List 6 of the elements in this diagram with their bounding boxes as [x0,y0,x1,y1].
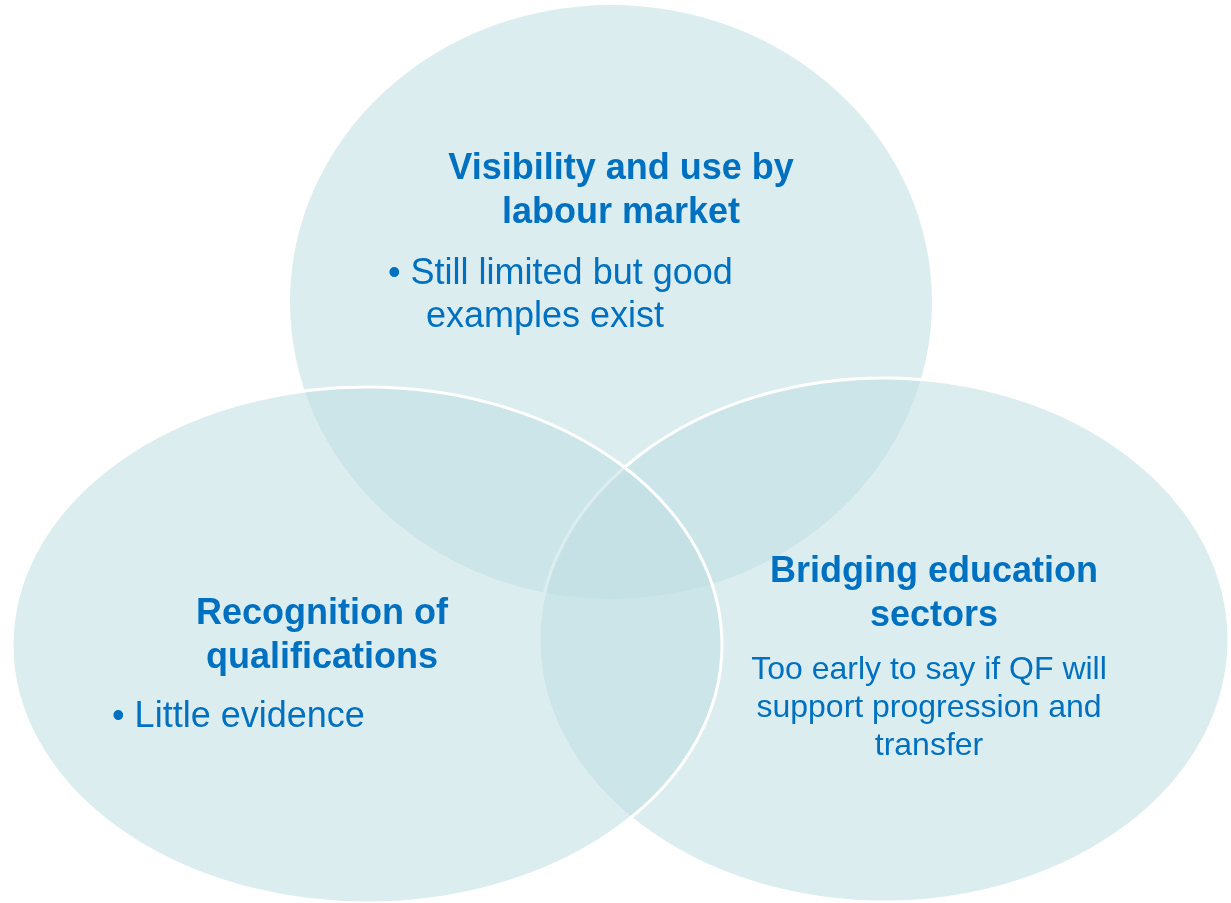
circle-text: Too early to say if QF will support progression and transfer [750,650,1108,764]
circle-heading: Visibility and use by labour market [447,145,795,233]
bullet-point: • Still limited but good examples exist [388,250,734,337]
circle-heading: Recognition of qualifications [195,590,449,678]
circle-heading: Bridging education sectors [769,548,1099,636]
bullet-point: • Little evidence [112,693,366,737]
